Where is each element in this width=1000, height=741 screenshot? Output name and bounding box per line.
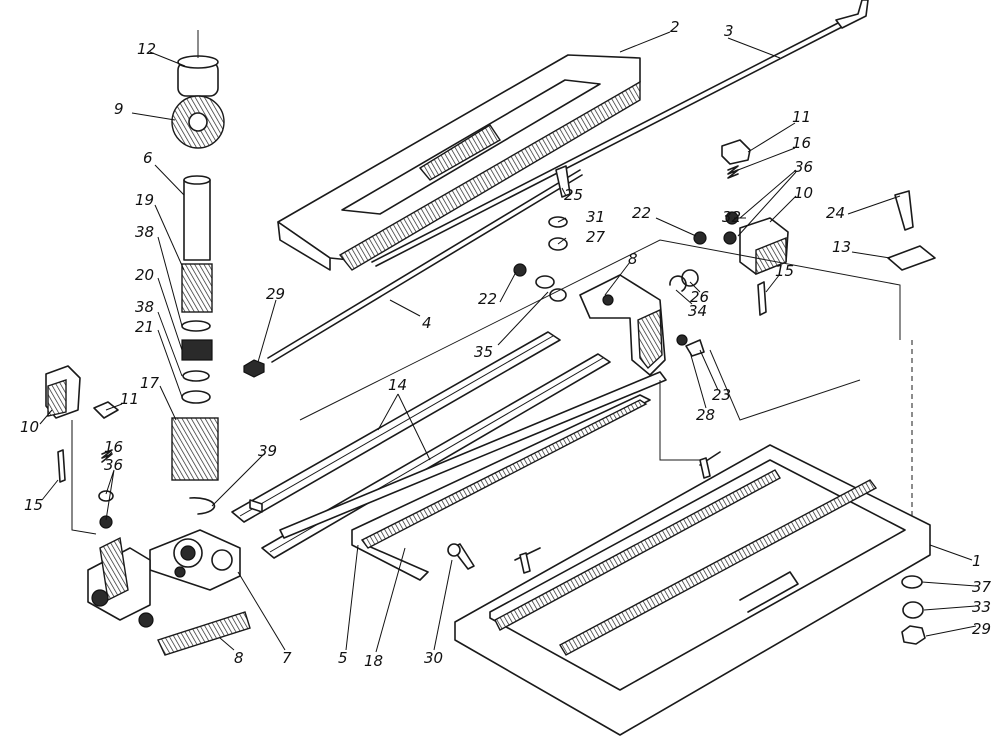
part-label: 11: [120, 390, 139, 408]
part-label: 27: [586, 228, 606, 246]
part-label: 2: [670, 18, 680, 36]
leader-lines: [39, 31, 977, 653]
part-label: 36: [104, 456, 123, 474]
part-label: 7: [282, 649, 292, 667]
part-label: 30: [424, 649, 443, 667]
part-label: 20: [135, 266, 154, 284]
top-rail-part: [277, 54, 641, 271]
part-label: 28: [696, 406, 715, 424]
part-label: 5: [338, 649, 348, 667]
tubes-14: [231, 331, 667, 559]
part-label: 10: [794, 184, 813, 202]
part-label: 26: [690, 288, 709, 306]
part-label: 4: [422, 314, 432, 332]
part-label: 24: [826, 204, 845, 222]
part-label: 19: [135, 191, 154, 209]
jack-column: [87, 30, 251, 656]
part-label: 9: [114, 100, 124, 118]
part-label: 8: [234, 649, 244, 667]
part-label: 15: [24, 496, 43, 514]
part-label: 37: [972, 578, 992, 596]
part-label: 38: [135, 223, 154, 241]
part-label: 11: [792, 108, 811, 126]
part-label: 14: [388, 376, 407, 394]
base-plate-1: [454, 444, 931, 736]
part-label: 15: [775, 262, 794, 280]
bolts: [447, 457, 711, 574]
part-label: 8: [628, 250, 638, 268]
part-label: 39: [258, 442, 277, 460]
part-label: 25: [564, 186, 583, 204]
part-label: 16: [104, 438, 123, 456]
part-label: 29: [266, 285, 285, 303]
part-label: 22: [478, 290, 497, 308]
part-label: 35: [474, 343, 493, 361]
part-label: 17: [140, 374, 160, 392]
part-label: 31: [586, 208, 605, 226]
part-label: 12: [137, 40, 156, 58]
part-label: 10: [20, 418, 39, 436]
part-label: 21: [135, 318, 154, 336]
part-label: 38: [135, 298, 154, 316]
part-label: 3: [724, 22, 734, 40]
part-label: 34: [688, 302, 707, 320]
part-label: 23: [712, 386, 731, 404]
part-label: 6: [143, 149, 153, 167]
part-label: 36: [794, 158, 813, 176]
part-labels: 12 2 3 9 11 16 6 36 25 10 24 19 31 22 27…: [20, 18, 992, 670]
part-label: 16: [792, 134, 811, 152]
part-label: 33: [972, 598, 991, 616]
part-label: 29: [972, 620, 991, 638]
nuts-right: [901, 340, 926, 645]
bracket-8: [579, 274, 666, 376]
rod-3: [371, 0, 869, 267]
part-label: 18: [364, 652, 383, 670]
part-label: 1: [972, 552, 982, 570]
plate-5: [351, 394, 651, 581]
part-label: 32: [722, 208, 741, 226]
part-label: 13: [832, 238, 851, 256]
small-parts-right: [513, 139, 936, 357]
part-label: 22: [632, 204, 651, 222]
guide-lines: [299, 239, 901, 461]
rod-4: [243, 169, 583, 378]
